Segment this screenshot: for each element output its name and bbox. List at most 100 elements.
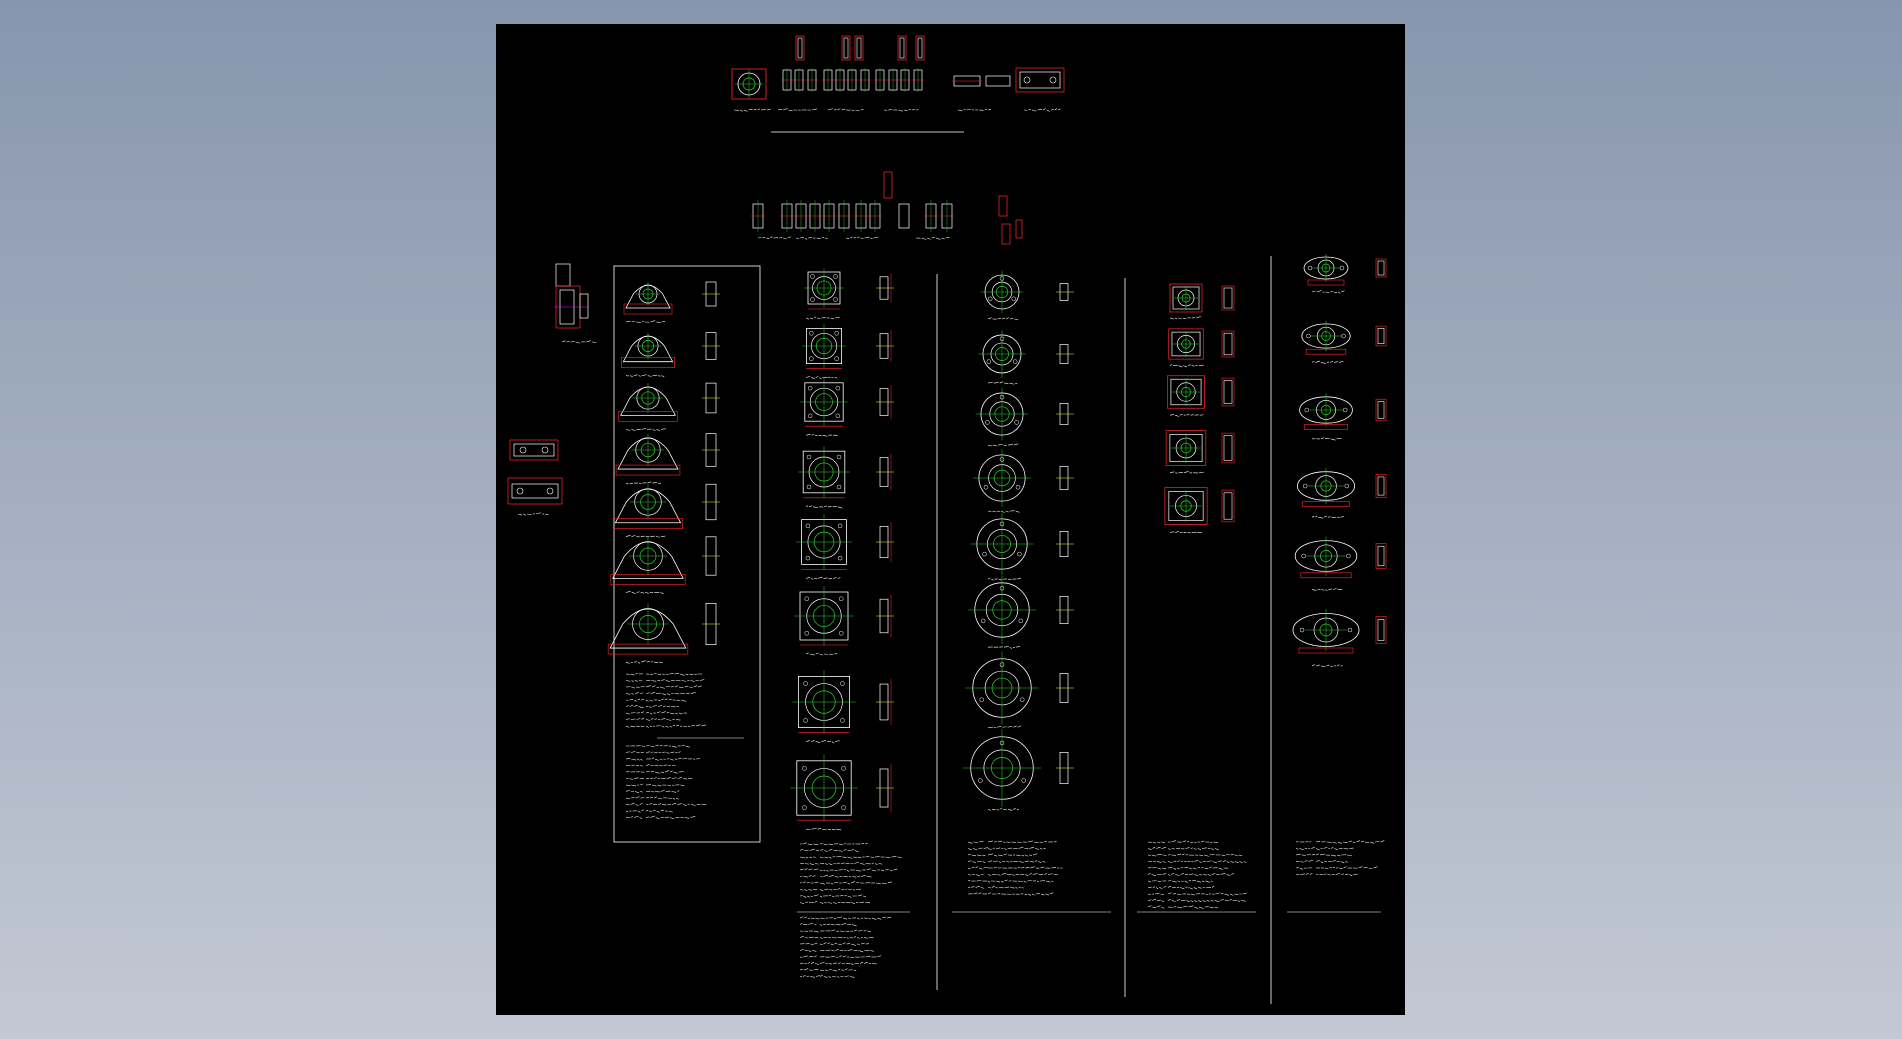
bolt-hole [802, 766, 806, 770]
caption-stroke [665, 726, 668, 727]
caption-stroke [640, 759, 642, 760]
caption-stroke [974, 842, 979, 843]
caption-stroke [1155, 893, 1159, 894]
pillow-block-units [608, 282, 720, 663]
caption-stroke [824, 943, 827, 944]
section-view [844, 38, 848, 58]
dim-box [884, 172, 892, 198]
caption-mark [806, 740, 840, 743]
caption-stroke [999, 862, 1001, 863]
caption-stroke [815, 882, 819, 883]
take-up-units [1165, 284, 1234, 533]
caption-stroke [968, 849, 972, 850]
caption-stroke [1163, 862, 1166, 863]
caption-stroke [1161, 847, 1166, 848]
caption-stroke [689, 674, 693, 675]
caption-stroke [829, 654, 833, 655]
caption-stroke [1181, 849, 1184, 850]
caption-stroke [631, 429, 635, 430]
caption-stroke [1321, 862, 1323, 863]
bolt-hole [1020, 698, 1024, 702]
caption-stroke [661, 712, 665, 713]
caption-stroke [968, 880, 970, 881]
caption-mark [1148, 893, 1164, 895]
caption-mark [1312, 291, 1344, 294]
caption-stroke [813, 844, 818, 845]
caption-stroke [1337, 855, 1340, 856]
caption-stroke [858, 857, 862, 858]
caption-stroke [1189, 868, 1192, 869]
caption-stroke [814, 869, 819, 870]
caption-stroke [691, 725, 695, 726]
caption-stroke [1211, 901, 1214, 902]
caption-stroke [762, 237, 765, 238]
caption-stroke [988, 881, 990, 882]
caption-stroke [640, 766, 642, 767]
caption-stroke [649, 700, 652, 701]
caption-stroke [1046, 881, 1050, 882]
caption-mark [988, 808, 1019, 810]
caption-stroke [650, 797, 653, 798]
caption-mark [1168, 860, 1246, 863]
caption-stroke [1359, 867, 1363, 868]
caption-stroke [679, 752, 681, 753]
caption-mark [820, 969, 856, 972]
caption-stroke [846, 238, 849, 239]
flange-view [1020, 72, 1060, 88]
caption-stroke [626, 752, 630, 753]
bolt-hole [1022, 779, 1026, 783]
caption-stroke [851, 964, 853, 965]
caption-stroke [1006, 318, 1009, 319]
caption-stroke [1045, 894, 1048, 895]
caption-stroke [658, 376, 661, 377]
shaft-view [580, 294, 588, 318]
caption-stroke [879, 864, 883, 865]
caption-stroke [832, 829, 835, 830]
caption-mark [646, 705, 679, 707]
caption-stroke [857, 237, 859, 238]
caption-stroke [1343, 867, 1346, 868]
caption-stroke [1161, 901, 1164, 902]
caption-stroke [804, 890, 807, 891]
caption-stroke [1194, 842, 1196, 843]
caption-stroke [1185, 887, 1187, 888]
caption-stroke [651, 692, 655, 693]
caption-stroke [1162, 868, 1166, 869]
caption-stroke [864, 938, 868, 939]
caption-stroke [829, 969, 831, 970]
caption-stroke [649, 707, 651, 708]
bolt-hole [834, 298, 838, 302]
caption-stroke [1221, 893, 1224, 894]
caption-stroke [1030, 867, 1034, 868]
bolt-hole [806, 556, 810, 560]
bolt-hole [836, 414, 840, 418]
caption-stroke [976, 875, 980, 876]
caption-stroke [1163, 886, 1166, 887]
caption-stroke [823, 875, 828, 876]
caption-mark [646, 718, 680, 720]
caption-stroke [658, 706, 662, 707]
caption-stroke [998, 444, 1002, 445]
caption-stroke [1034, 842, 1039, 843]
caption-stroke [650, 713, 652, 714]
caption-stroke [638, 699, 640, 700]
caption-stroke [681, 681, 686, 682]
caption-stroke [820, 883, 825, 884]
caption-stroke [994, 855, 997, 856]
caption-stroke [678, 758, 681, 759]
side-view [1378, 328, 1384, 343]
caption-stroke [809, 951, 811, 952]
caption-stroke [829, 857, 832, 858]
caption-stroke [634, 700, 636, 701]
caption-mark [800, 917, 819, 919]
bolt-hole [810, 298, 814, 302]
caption-stroke [654, 777, 656, 778]
caption-stroke [816, 376, 819, 377]
technical-notes [800, 917, 891, 978]
caption-stroke [1381, 841, 1385, 842]
caption-stroke [1042, 862, 1045, 863]
drawing-sheet[interactable] [496, 24, 1405, 1015]
caption-stroke [988, 854, 993, 855]
caption-stroke [854, 970, 856, 971]
